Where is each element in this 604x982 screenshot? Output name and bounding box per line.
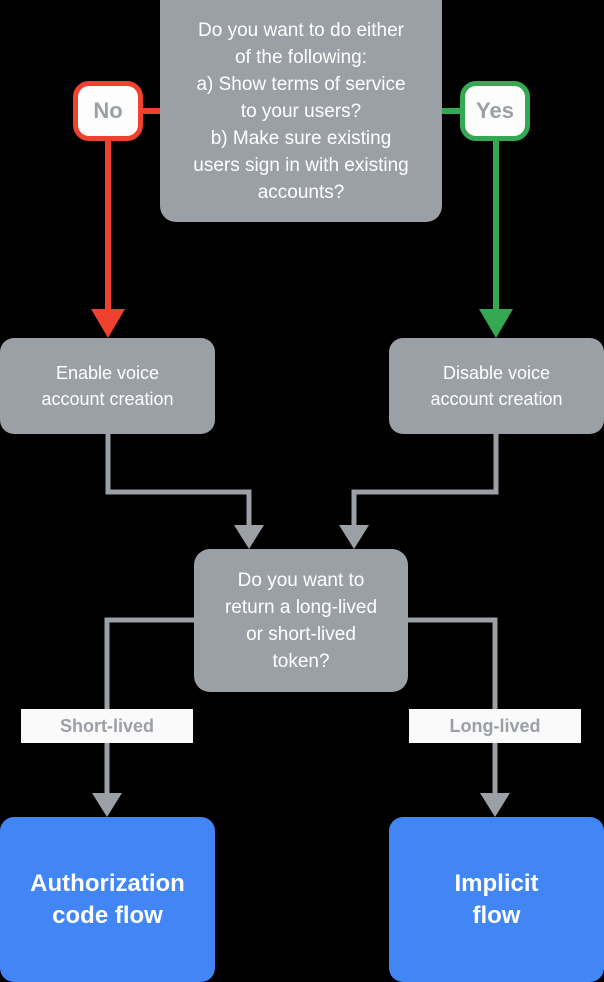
branch-pill-no[interactable]: No [73,81,143,141]
decision-node-terms-of-service: Do you want to do either of the followin… [160,0,442,222]
arrowhead-enable-to-token [234,525,264,549]
arrowhead-no-to-enable [91,309,125,338]
edge-disable-to-token [351,434,499,528]
edge-label-long-lived: Long-lived [409,709,581,743]
decision-node-token-lifetime: Do you want to return a long-lived or sh… [194,549,408,692]
action-node-enable-voice-account-creation: Enable voice account creation [0,338,215,434]
edge-label-short-lived: Short-lived [21,709,193,743]
terminal-node-authorization-code-flow: Authorization code flow [0,817,215,982]
action-node-disable-voice-account-creation: Disable voice account creation [389,338,604,434]
arrowhead-yes-to-disable [479,309,513,338]
arrowhead-token-to-authcode [92,793,122,817]
branch-pill-yes[interactable]: Yes [460,81,530,141]
edge-token-to-authcode [104,617,194,709]
terminal-node-implicit-flow: Implicit flow [389,817,604,982]
edge-enable-to-token [105,434,252,528]
arrowhead-token-to-implicit [480,793,510,817]
arrowhead-disable-to-token [339,525,369,549]
edge-token-to-implicit [408,617,498,709]
